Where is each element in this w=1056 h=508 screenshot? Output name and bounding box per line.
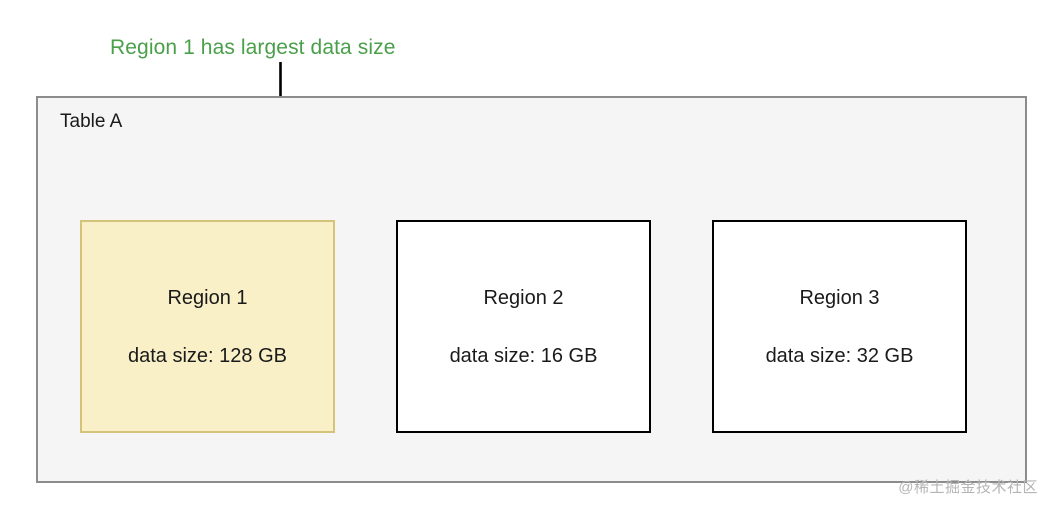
table-title: Table A [60,111,123,132]
region-name: Region 1 [167,286,248,309]
region-data-size: data size: 128 GB [128,344,287,367]
region-box-2[interactable]: Region 2 data size: 16 GB [396,220,651,433]
annotation-label: Region 1 has largest data size [110,36,396,59]
watermark: @稀土掘金技术社区 [898,479,1038,496]
region-name: Region 2 [483,286,564,309]
region-box-3[interactable]: Region 3 data size: 32 GB [712,220,967,433]
region-box-1[interactable]: Region 1 data size: 128 GB [80,220,335,433]
region-data-size: data size: 16 GB [449,344,598,367]
table-container: Table A Region 1 data size: 128 GB Regio… [36,96,1027,483]
region-data-size: data size: 32 GB [765,344,914,367]
region-name: Region 3 [799,286,880,309]
